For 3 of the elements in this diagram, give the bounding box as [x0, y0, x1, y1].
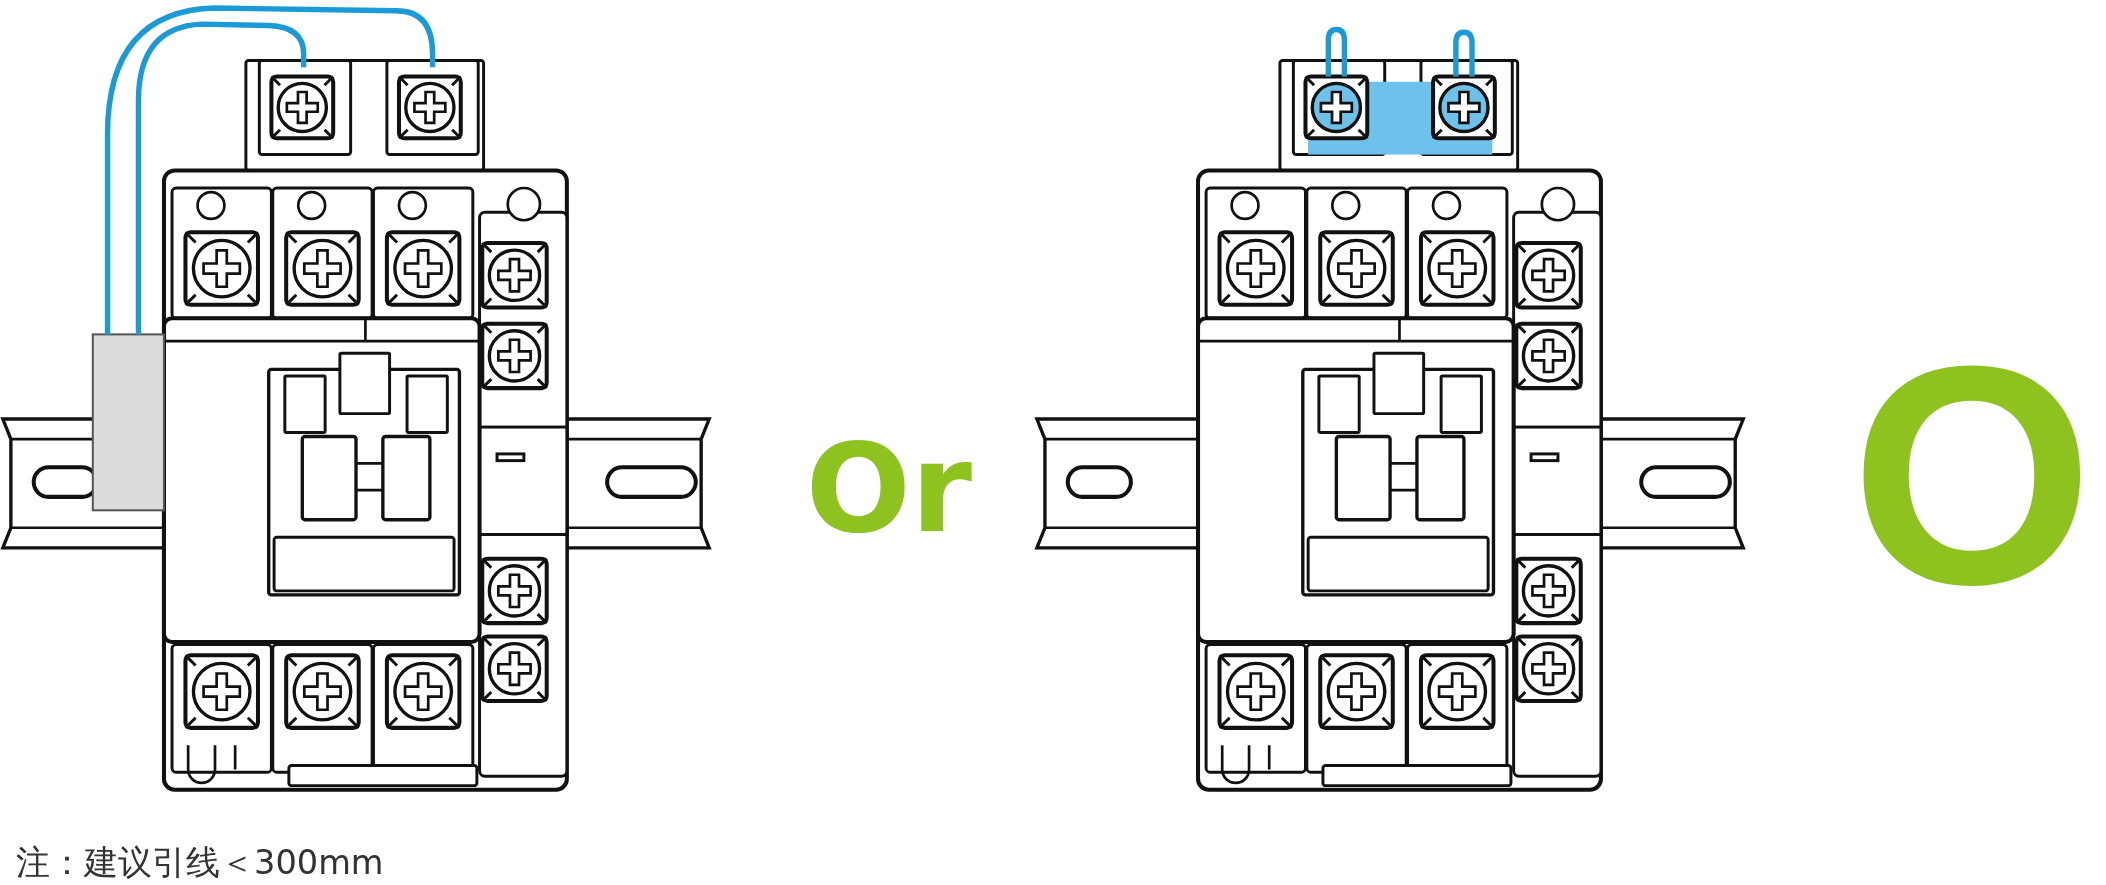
note-text: 注：建议引线＜300mm	[16, 846, 384, 880]
or-text: Or	[805, 427, 972, 551]
check-symbol: O	[1850, 319, 2094, 632]
